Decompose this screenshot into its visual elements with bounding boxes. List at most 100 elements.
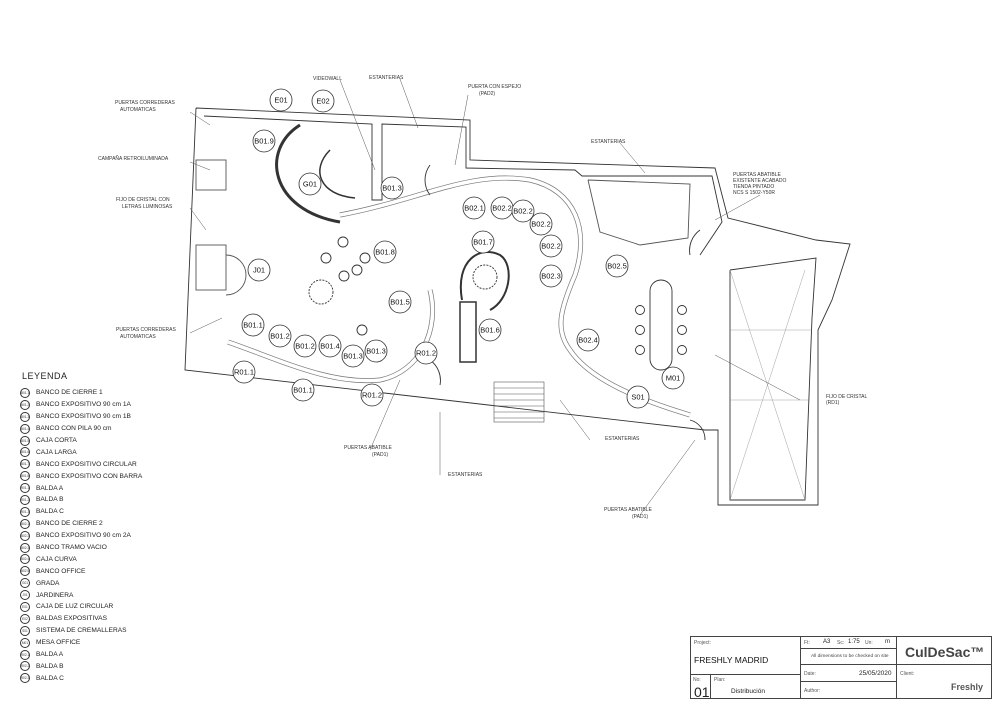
tag-circle xyxy=(291,378,315,402)
annotation-label: FIJO DE CRISTAL CON xyxy=(116,197,170,203)
annotation-label: PUERTAS CORREDERAS xyxy=(115,100,175,106)
annotation-label: VIDEOWALL xyxy=(313,76,342,82)
element-tag: J01 xyxy=(247,258,271,282)
annotation-label: (PAD1) xyxy=(372,452,388,458)
tag-circle xyxy=(252,129,276,153)
tag-circle xyxy=(311,89,335,113)
element-tag: B02.2 xyxy=(490,196,514,220)
tag-circle xyxy=(576,328,600,352)
legend-label: BALDA A xyxy=(36,651,64,659)
tag-code: B01.1 xyxy=(293,386,313,395)
tag-circle xyxy=(529,212,553,236)
tag-circle xyxy=(478,318,502,342)
tag-code: E01 xyxy=(274,96,287,105)
legend-item: B01.2 BANCO EXPOSITIVO 90 cm 1A xyxy=(20,399,200,411)
element-tag: B01.1 xyxy=(291,378,315,402)
legend-item: B02.3 BANCO TRAMO VACIO xyxy=(20,542,200,554)
tag-circle xyxy=(247,258,271,282)
element-tag: B01.8 xyxy=(373,240,397,264)
legend-symbol: B01.8 xyxy=(20,471,30,482)
annotation-label: ESTANTERIAS xyxy=(591,139,626,145)
legend-label: BANCO EXPOSITIVO CIRCULAR xyxy=(36,460,137,468)
author-caption: Author: xyxy=(804,688,821,694)
legend-symbol: R01.3 xyxy=(20,506,30,517)
tag-code: B01.1 xyxy=(243,321,263,330)
legend-symbol: B02.3 xyxy=(20,542,30,553)
element-tag: R01.2 xyxy=(414,341,438,365)
plan-name: Distribución xyxy=(731,688,765,695)
legend-label: BALDA C xyxy=(36,508,64,516)
tag-code: B01.5 xyxy=(390,298,410,307)
element-tag: B02.2 xyxy=(511,199,535,223)
inner-wall xyxy=(203,115,723,256)
legend-symbol: B01.3 xyxy=(20,411,30,422)
tag-circle xyxy=(293,334,317,358)
brand-logo: CulDeSac™ xyxy=(905,644,985,660)
tag-circle xyxy=(318,334,342,358)
outer-wall xyxy=(184,107,851,506)
tag-code: B01.2 xyxy=(270,332,290,341)
legend-symbol: R01.1 xyxy=(20,483,30,494)
element-tag: B01.3 xyxy=(380,176,404,200)
annotation-label: AUTOMATICAS xyxy=(120,107,156,113)
legend-symbol: E02 xyxy=(20,613,30,624)
office-table xyxy=(649,279,673,371)
element-tag: B01.6 xyxy=(478,318,502,342)
legend-label: JARDINERA xyxy=(36,591,74,599)
legend-label: BANCO DE CIERRE 1 xyxy=(36,389,103,397)
legend-item: B01.8 BANCO EXPOSITIVO CON BARRA xyxy=(20,470,200,482)
legend-label: CAJA CORTA xyxy=(36,437,77,444)
format-caption: Ft: xyxy=(804,640,810,646)
tag-circle xyxy=(414,341,438,365)
tag-code: R01.1 xyxy=(234,368,254,377)
annotation-label: TIENDA PINTADO xyxy=(733,184,774,190)
tag-code: B01.7 xyxy=(473,238,493,247)
legend-symbol: B01.2 xyxy=(20,399,30,410)
tag-circle xyxy=(539,234,563,258)
element-tag: B01.4 xyxy=(318,334,342,358)
legend-symbol: M01 xyxy=(20,637,30,648)
tag-circle xyxy=(232,360,256,384)
client-name: Freshly xyxy=(950,682,983,692)
legend-label: CAJA LARGA xyxy=(36,448,77,456)
legend-symbol: B02.4 xyxy=(20,554,30,565)
tag-code: R01.2 xyxy=(416,349,436,358)
element-tag: B02.1 xyxy=(462,196,486,220)
legend-symbol: B01.6 xyxy=(20,447,30,458)
annotation-label: ESTANTERIAS xyxy=(369,75,404,81)
tag-code: E02 xyxy=(316,97,329,106)
legend-label: BANCO TRAMO VACIO xyxy=(36,544,107,552)
legend-symbol: R02.1 xyxy=(20,649,30,660)
tag-circle xyxy=(539,264,563,288)
tag-circle xyxy=(661,366,685,390)
tag-code: B02.4 xyxy=(578,336,598,345)
legend-label: BANCO EXPOSITIVO 90 cm 1A xyxy=(36,401,131,409)
annotation-label: NCS S 1502-Y50R xyxy=(733,190,775,196)
legend-label: BANCO EXPOSITIVO CON BARRA xyxy=(36,472,143,480)
annotation-label: PUERTAS CORREDERAS xyxy=(116,327,176,333)
annotation-label: ESTANTERIAS xyxy=(605,436,640,442)
element-tag: R01.2 xyxy=(360,383,384,407)
tag-code: B02.2 xyxy=(492,204,512,213)
scale-caption: Sc: xyxy=(837,640,845,646)
scale-value: 1:75 xyxy=(848,639,860,645)
element-tag: B01.9 xyxy=(252,129,276,153)
title-block: Project: FRESHLY MADRID No: 01 Plan: Dis… xyxy=(690,636,992,700)
annotation-label: CAMPAÑA RETROILUMINADA xyxy=(98,155,169,162)
tag-code: B02.2 xyxy=(541,242,561,251)
element-tag: B01.2 xyxy=(268,324,292,348)
element-tag: E02 xyxy=(311,89,335,113)
tag-code: G01 xyxy=(303,180,317,189)
legend-item: R02.1 BALDA A xyxy=(20,649,200,661)
legend-label: BALDAS EXPOSITIVAS xyxy=(36,615,107,623)
